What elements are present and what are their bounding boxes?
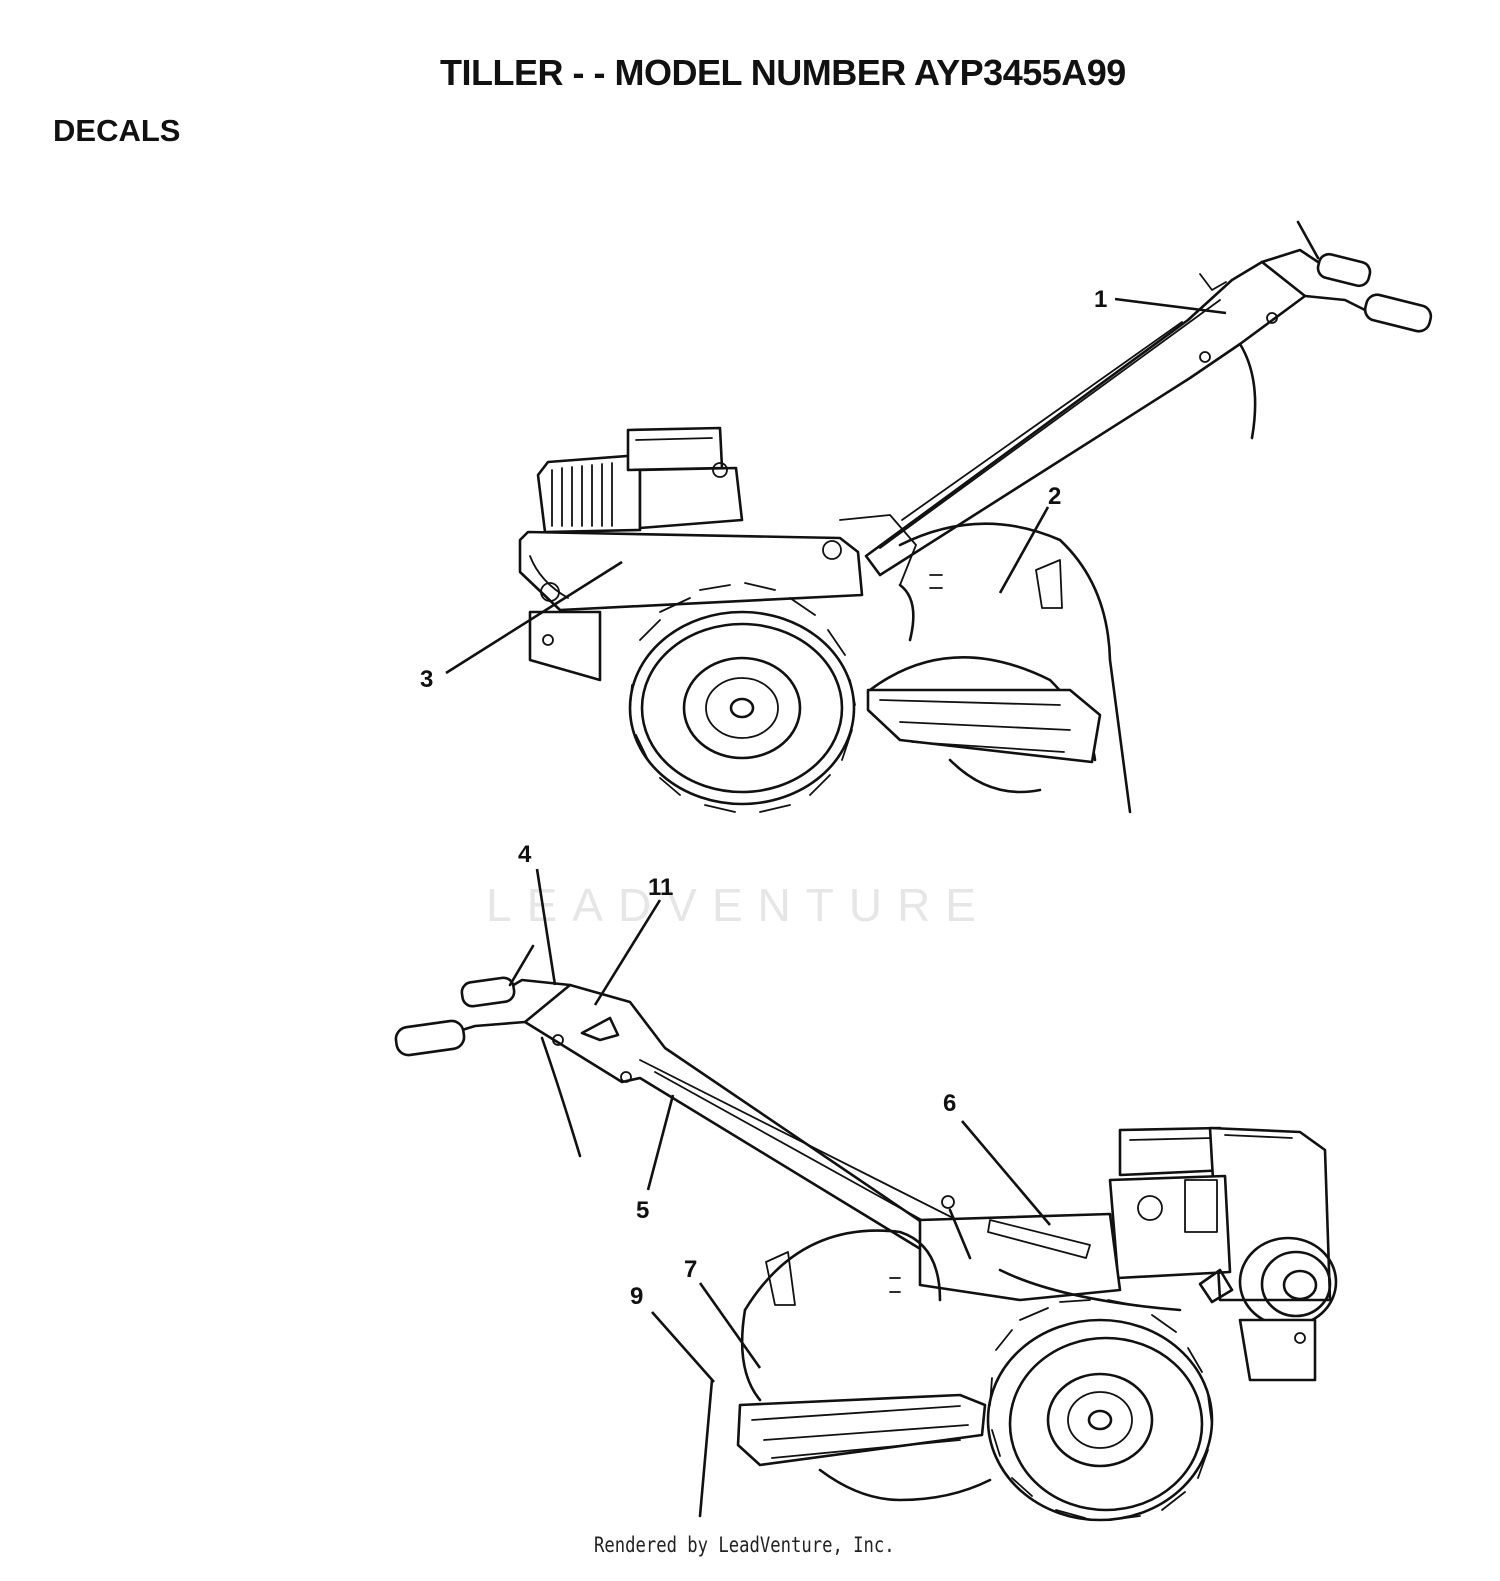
wheel-bottom (988, 1300, 1212, 1520)
page-title: TILLER - - MODEL NUMBER AYP3455A99 (440, 52, 1126, 93)
callout-6: 6 (943, 1090, 957, 1117)
watermark: LEADVENTURE (486, 879, 991, 931)
callout-3: 3 (420, 666, 434, 693)
callout-11: 11 (648, 874, 674, 901)
leader-3 (446, 562, 622, 673)
frame-body-top (520, 515, 916, 680)
frame-body-bottom (920, 1196, 1315, 1380)
engine-bottom (1110, 1128, 1336, 1326)
leader-4 (537, 869, 555, 985)
callout-7: 7 (684, 1256, 698, 1283)
leader-6 (962, 1121, 1050, 1225)
callout-leaders (446, 299, 1226, 1382)
leader-2 (1000, 507, 1048, 593)
callout-2: 2 (1048, 483, 1062, 510)
wheel-top (630, 583, 855, 812)
leader-1 (1115, 299, 1226, 313)
tiller-view-bottom (394, 946, 1336, 1520)
tine-hood-bottom (700, 1231, 990, 1516)
tine-hood-top (868, 524, 1130, 812)
leader-7 (700, 1283, 760, 1368)
callout-9: 9 (630, 1283, 644, 1310)
tiller-view-top (520, 222, 1433, 812)
handle-assembly-bottom (394, 946, 1060, 1280)
handle-assembly-top (866, 222, 1433, 575)
footer-credit: Rendered by LeadVenture, Inc. (594, 1533, 895, 1557)
callout-1: 1 (1094, 286, 1108, 313)
callout-4: 4 (518, 841, 532, 868)
callout-5: 5 (636, 1197, 650, 1224)
leader-5 (648, 1095, 673, 1190)
leader-11 (595, 900, 660, 1005)
section-heading: DECALS (53, 113, 181, 148)
engine-top (538, 428, 742, 532)
leader-9 (652, 1312, 714, 1382)
